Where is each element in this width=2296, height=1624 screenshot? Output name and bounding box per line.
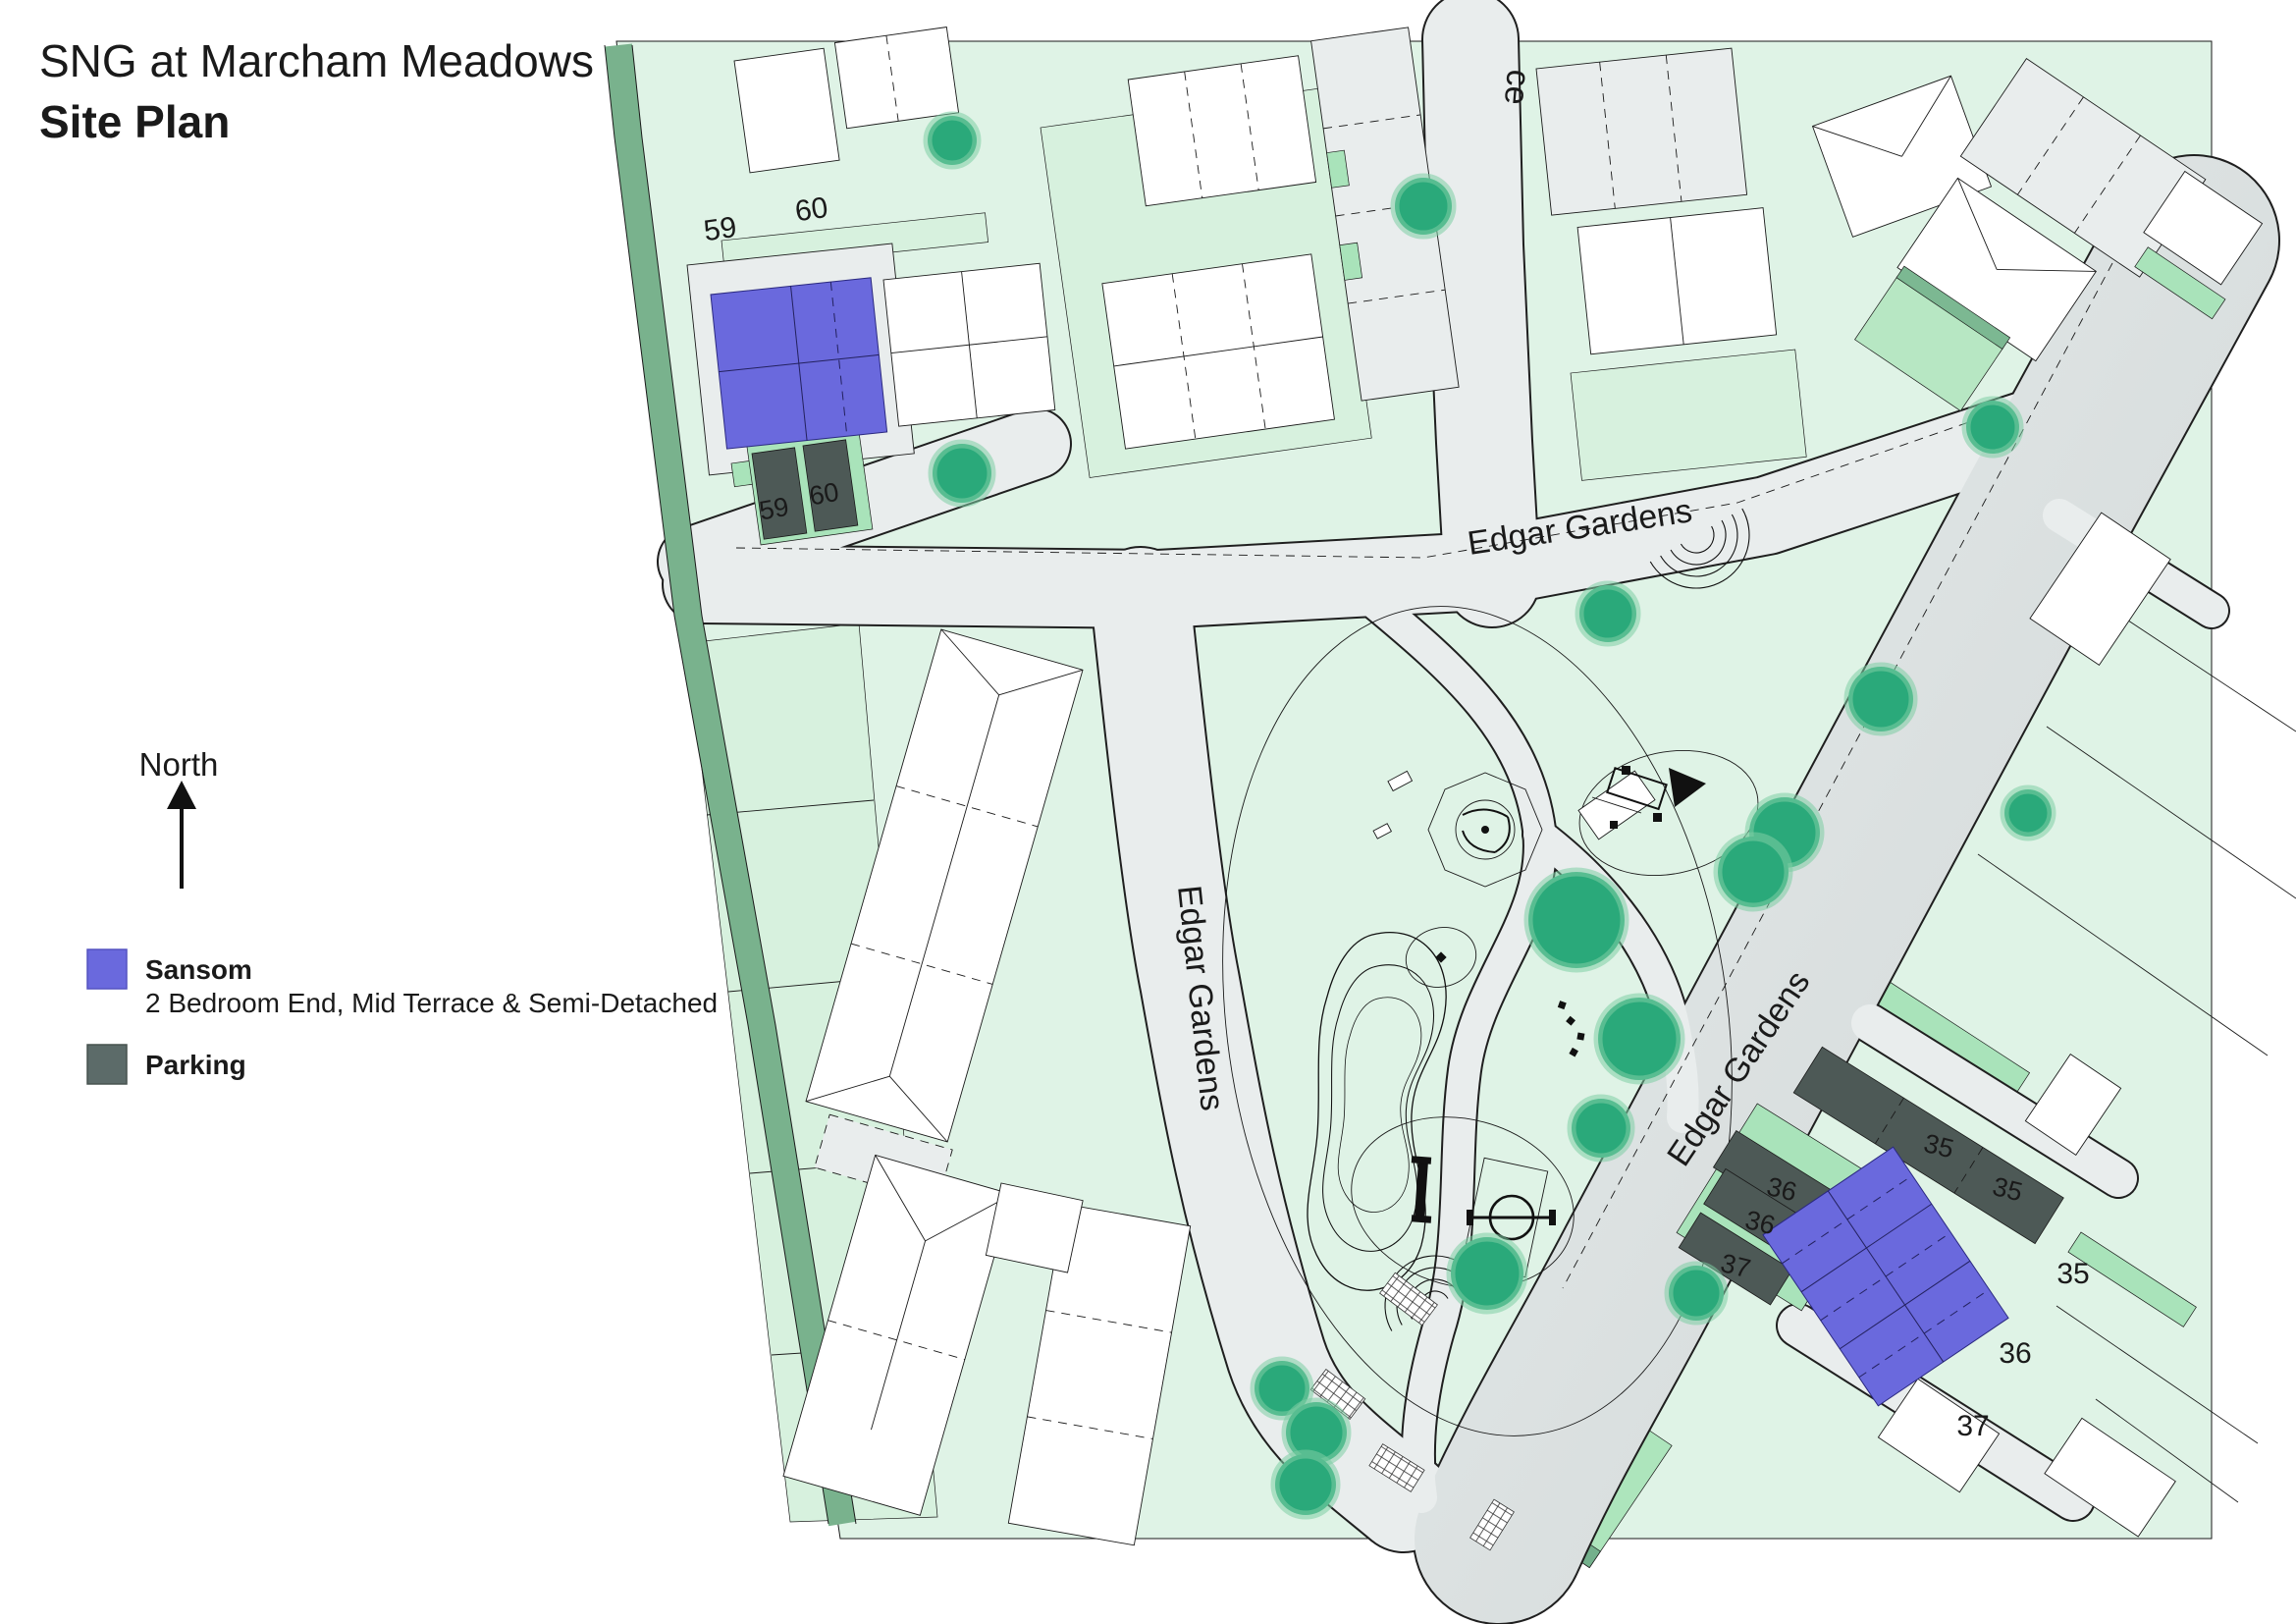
parking-space-number-label: 37 <box>1718 1248 1753 1283</box>
terrace-block <box>782 1154 1013 1516</box>
house-block <box>733 27 960 174</box>
house-block <box>1854 58 2264 411</box>
plot-number-label: 59 <box>702 211 739 247</box>
sansom-building-northwest <box>710 277 888 450</box>
tree-icon <box>1270 1449 1341 1520</box>
tree-icon <box>1664 1261 1729 1326</box>
street-name-label: ce <box>1497 68 1537 106</box>
parking-space-number-label: 60 <box>807 477 841 512</box>
north-label: North <box>139 746 219 783</box>
north-arrow: North <box>139 746 219 889</box>
sansom-building-east <box>1762 1146 2009 1407</box>
house-block <box>1007 1203 1192 1546</box>
legend-label-parking: Parking <box>145 1050 246 1080</box>
terrace-block <box>805 628 1084 1143</box>
plot-number-label: 36 <box>1999 1337 2031 1370</box>
north-arrowhead <box>167 781 196 809</box>
legend-swatch-sansom <box>86 948 128 990</box>
boundary-hedge <box>604 43 857 1527</box>
tree-icon <box>1446 1232 1528 1315</box>
tree-icon <box>1523 867 1629 973</box>
parking-space-number-label: 35 <box>1990 1171 2025 1207</box>
parking-space-60 <box>802 439 859 532</box>
parking-space-number-label: 59 <box>757 492 791 526</box>
tree-icon <box>928 439 996 508</box>
tree-icon <box>1575 580 1641 647</box>
tree-icon <box>1593 993 1685 1085</box>
page-subtitle: Site Plan <box>39 96 230 147</box>
tree-icon <box>1567 1094 1635 1163</box>
plot-labels: 59 60 35 36 37 <box>702 191 2090 1442</box>
paving-fan <box>1649 508 1750 589</box>
trees-layer <box>923 111 2056 1520</box>
parking-space-number-label: 36 <box>1742 1205 1778 1240</box>
house-block <box>1101 27 1460 450</box>
parking-strip-35 <box>1792 1046 2064 1245</box>
parking-space-number-label: 36 <box>1764 1171 1799 1207</box>
page-title: SNG at Marcham Meadows <box>39 35 594 86</box>
legend-desc-sansom: 2 Bedroom End, Mid Terrace & Semi-Detach… <box>145 988 718 1018</box>
legend-label-sansom: Sansom <box>145 954 252 985</box>
tree-icon <box>1843 662 1918 736</box>
tree-icon <box>1961 396 2024 459</box>
tree-icon <box>1250 1356 1314 1421</box>
tree-icon <box>1390 173 1457 240</box>
tree-icon <box>1713 832 1793 912</box>
playground-layer <box>1222 508 1759 1551</box>
parking-space-59 <box>751 447 808 540</box>
house-block <box>882 262 1056 427</box>
plot-number-label: 35 <box>2056 1258 2089 1290</box>
parking-space-37 <box>1678 1212 1793 1306</box>
tree-icon <box>2000 785 2056 841</box>
tree-icon <box>923 111 982 170</box>
sansom-buildings-layer <box>710 277 2009 1407</box>
plot-number-label: 60 <box>793 191 830 228</box>
plot-number-label: 37 <box>1956 1410 1989 1442</box>
legend: Sansom 2 Bedroom End, Mid Terrace & Semi… <box>86 948 718 1085</box>
parking-space-number-label: 35 <box>1921 1128 1956 1164</box>
house-block <box>1535 47 1778 355</box>
legend-swatch-parking <box>86 1044 128 1085</box>
